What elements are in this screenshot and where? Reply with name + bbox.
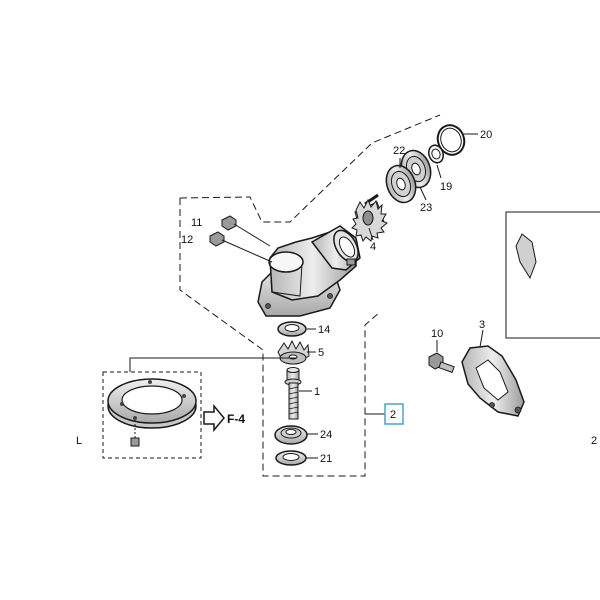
callout-12: 12	[181, 234, 193, 246]
gear-case-housing	[257, 225, 361, 317]
callout-1: 1	[314, 386, 320, 398]
leader-lines	[299, 133, 484, 459]
ring-19	[427, 144, 445, 164]
callout-24: 24	[320, 429, 332, 441]
bearing-22	[385, 164, 417, 204]
partial-right-part	[505, 211, 600, 339]
plate-bolt	[130, 420, 140, 447]
callout-11: 11	[191, 217, 202, 229]
callout-2-highlight	[384, 403, 404, 425]
reference-label: F-4	[227, 412, 245, 426]
protector-plate	[107, 378, 197, 429]
edge-mark-left: L	[76, 435, 82, 447]
callout-4: 4	[370, 241, 376, 253]
o-ring-20	[436, 124, 466, 156]
callout-20: 20	[480, 129, 492, 141]
callout-5: 5	[318, 347, 324, 359]
reference-arrow: F-4	[203, 403, 245, 433]
callout-19: 19	[440, 181, 452, 193]
callout-3: 3	[479, 319, 485, 331]
housing-top-bore	[268, 251, 304, 273]
bolt-12	[209, 231, 273, 263]
callout-14: 14	[318, 324, 330, 336]
assembly-boundary	[179, 114, 441, 477]
callout-10: 10	[431, 328, 443, 340]
callout-22: 22	[393, 145, 405, 157]
reference-subassembly	[102, 357, 296, 459]
callout-21: 21	[320, 453, 332, 465]
edge-mark-right: 2	[591, 435, 597, 447]
spindle-shaft-1	[284, 367, 302, 420]
callout-2: 2	[390, 409, 396, 421]
bolt-11	[221, 215, 271, 247]
reference-arrow-icon	[203, 403, 225, 433]
callout-23: 23	[420, 202, 432, 214]
boundary-outline	[179, 114, 441, 477]
callouts: 20 22 19 23 11 12 4 14 5 1 24 21 2 10 3 …	[76, 129, 597, 465]
cover-3	[461, 345, 525, 417]
bolt-10	[428, 352, 455, 374]
seal-14	[277, 321, 307, 337]
bevel-gear-4	[351, 193, 388, 243]
bearing-24	[274, 425, 308, 445]
bevel-gear-5	[277, 339, 310, 365]
seal-21	[275, 450, 307, 466]
